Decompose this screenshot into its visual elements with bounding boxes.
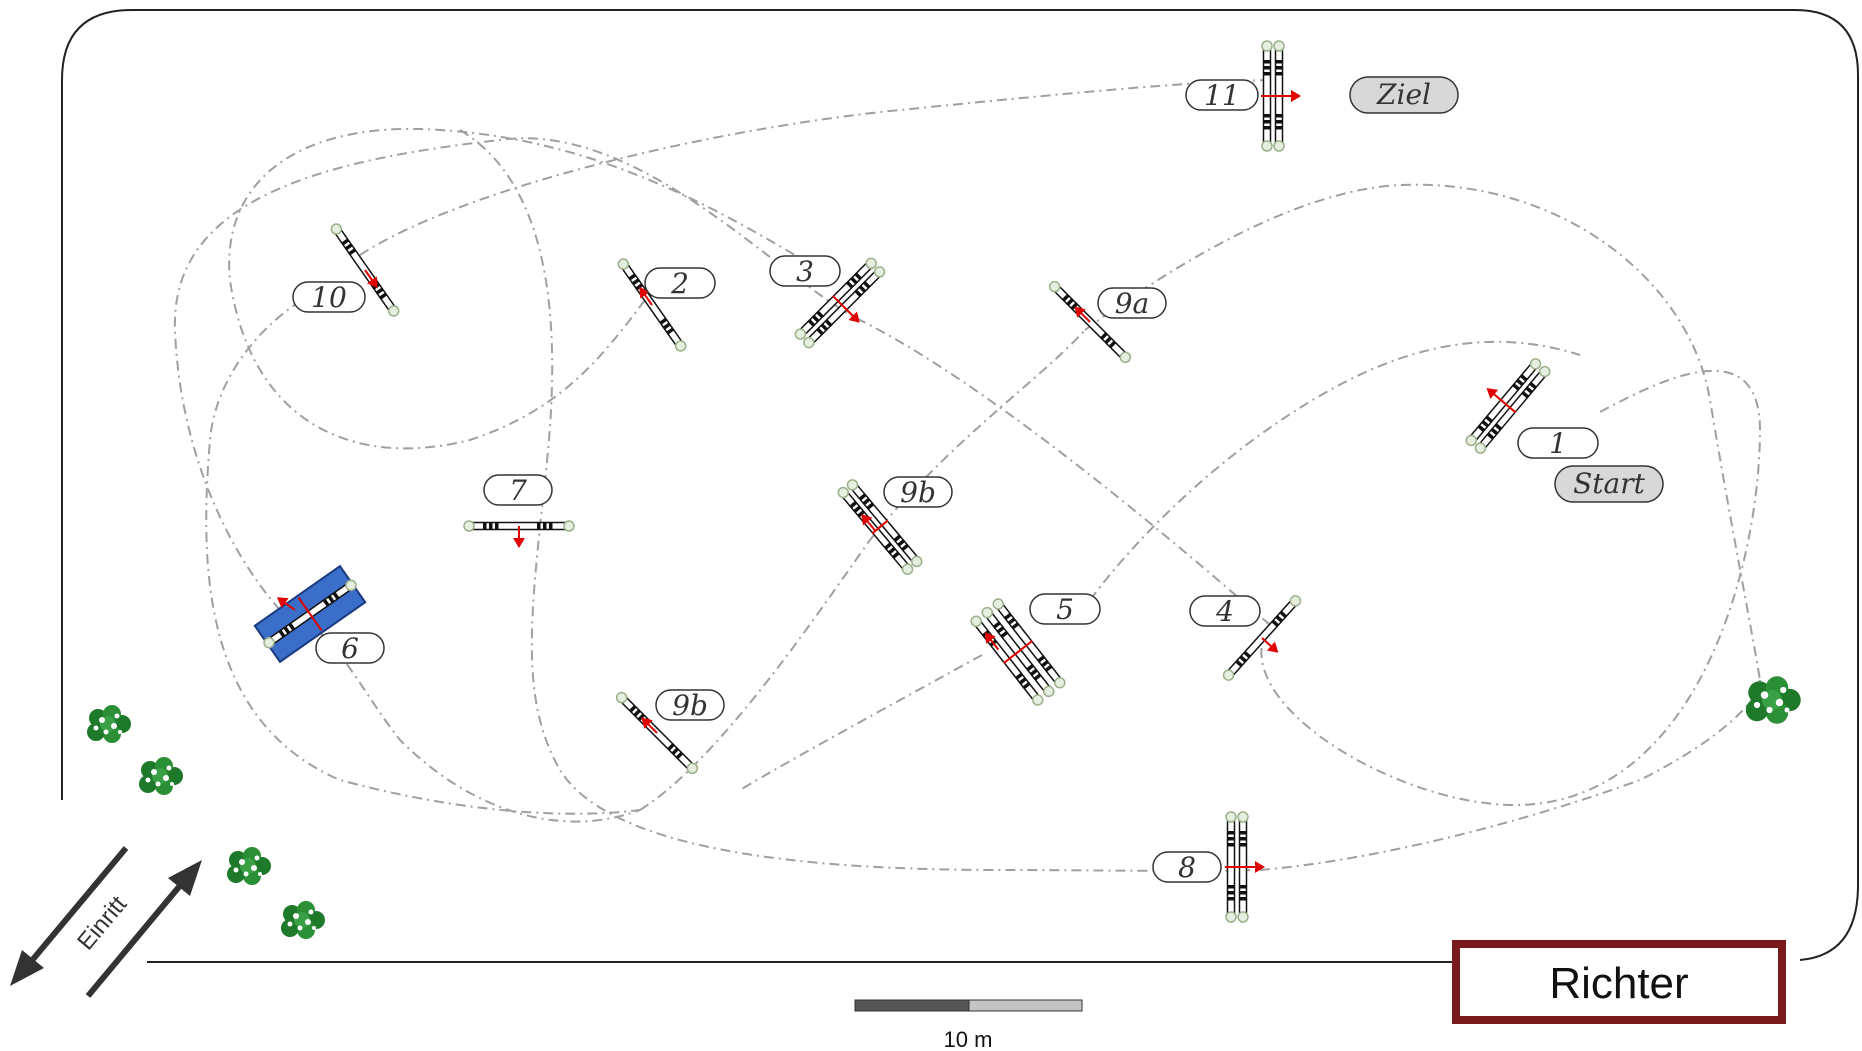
svg-text:7: 7 — [509, 474, 527, 507]
obstacle-8 — [1225, 811, 1266, 923]
bush-icon — [139, 757, 183, 795]
obstacle-4-label: 4 — [1189, 595, 1261, 628]
obstacle-10-label: 10 — [292, 281, 366, 314]
obstacle-5-label: 5 — [1029, 593, 1101, 626]
judge-box: Richter — [1452, 940, 1786, 1024]
obstacle-6-label: 6 — [315, 632, 385, 665]
svg-text:2: 2 — [670, 267, 689, 300]
scale-bar: 10 m — [854, 999, 1083, 1051]
obstacle-11 — [1261, 40, 1302, 152]
obstacle-9a-label: 9a — [1097, 287, 1167, 320]
svg-text:9b: 9b — [900, 476, 936, 509]
obstacle-7-label: 7 — [483, 474, 553, 507]
arena-border — [61, 9, 1859, 961]
arrow-in-icon — [168, 860, 202, 896]
svg-text:9a: 9a — [1115, 287, 1150, 320]
entrance-arrows: Einritt — [10, 846, 202, 998]
obstacle-9b-upper-label: 9b — [883, 476, 953, 509]
obstacle-2-label: 2 — [644, 267, 716, 300]
svg-text:10: 10 — [311, 281, 347, 314]
svg-text:8: 8 — [1178, 851, 1196, 884]
obstacle-7 — [463, 520, 575, 549]
start-marker: Start — [1554, 465, 1664, 503]
obstacle-9b-lower-label: 9b — [655, 689, 725, 722]
svg-text:1: 1 — [1549, 427, 1567, 460]
svg-text:Richter: Richter — [1549, 959, 1688, 1008]
obstacle-3-label: 3 — [769, 255, 841, 288]
svg-text:4: 4 — [1215, 595, 1234, 628]
arrow-out-icon — [10, 950, 44, 986]
obstacle-3 — [792, 255, 888, 351]
obstacle-1-label: 1 — [1517, 427, 1599, 460]
svg-text:6: 6 — [341, 632, 359, 665]
bush-icon — [281, 901, 325, 939]
obstacle-9b-upper — [835, 477, 925, 577]
svg-text:5: 5 — [1056, 593, 1074, 626]
finish-marker: Ziel — [1349, 76, 1459, 114]
obstacle-6 — [253, 564, 367, 664]
bush-icon — [1745, 676, 1801, 724]
bush-icon — [87, 705, 131, 743]
svg-text:3: 3 — [796, 255, 814, 288]
obstacle-5 — [968, 596, 1068, 708]
bush-icon — [227, 847, 271, 885]
svg-text:11: 11 — [1204, 79, 1240, 112]
svg-text:Ziel: Ziel — [1376, 78, 1431, 111]
svg-text:9b: 9b — [672, 689, 708, 722]
svg-text:Start: Start — [1573, 467, 1646, 500]
svg-text:10 m: 10 m — [944, 1027, 993, 1051]
obstacle-1 — [1463, 356, 1553, 456]
obstacle-11-label: 11 — [1185, 79, 1259, 112]
obstacle-8-label: 8 — [1152, 851, 1222, 884]
route-lines — [173, 79, 1762, 872]
